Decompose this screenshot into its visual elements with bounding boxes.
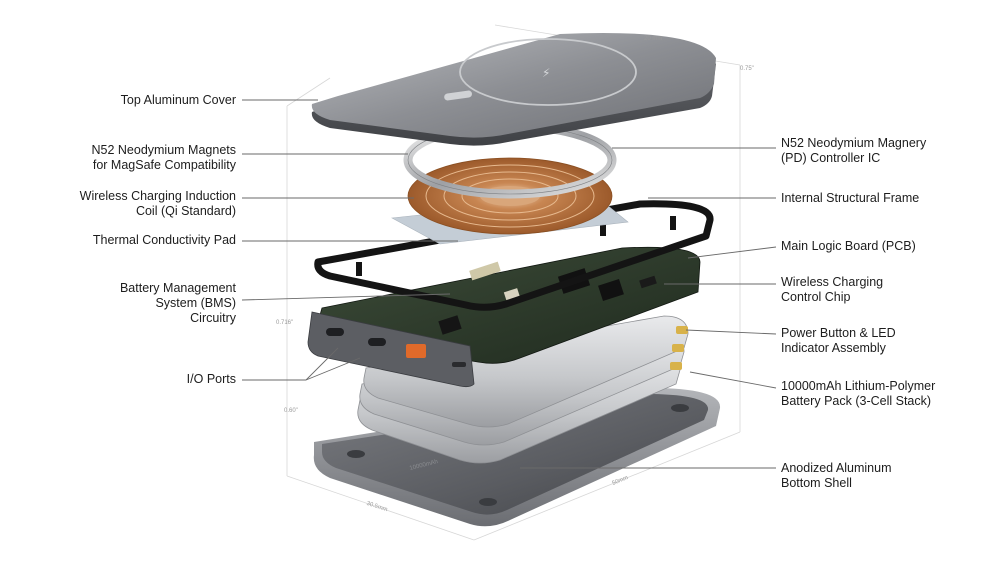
internal-structural-frame — [314, 200, 714, 311]
label-line: Indicator Assembly — [781, 341, 886, 355]
label-line: N52 Neodymium Magnery — [781, 136, 927, 150]
label-line: Wireless Charging — [781, 275, 884, 289]
label-line: Control Chip — [781, 290, 851, 304]
label-line: Internal Structural Frame — [781, 191, 920, 205]
label-power-button: Power Button & LED Indicator Assembly — [781, 326, 896, 356]
label-line: Bottom Shell — [781, 476, 852, 490]
led-indicator — [444, 90, 472, 101]
label-thermal-pad: Thermal Conductivity Pad — [93, 233, 236, 248]
lightning-icon: ⚡ — [542, 66, 550, 80]
bottom-shell: 10000mAh — [313, 388, 721, 527]
usb-c-port — [326, 328, 344, 336]
label-line: Coil (Qi Standard) — [135, 204, 236, 218]
label-bottom-shell: Anodized Aluminum Bottom Shell — [781, 461, 891, 491]
label-pd-controller: N52 Neodymium Magnery (PD) Controller IC — [781, 136, 926, 166]
top-cover: ⚡ — [311, 33, 716, 146]
usb-a-port — [406, 344, 426, 358]
battery-pack — [357, 315, 689, 464]
dim-top-height: 0.75" — [740, 66, 754, 72]
label-induction-coil: Wireless Charging Induction Coil (Qi Sta… — [80, 189, 236, 219]
label-structural-frame: Internal Structural Frame — [781, 191, 919, 206]
label-line: System (BMS) — [155, 296, 236, 310]
label-bms: Battery Management System (BMS) Circuitr… — [120, 281, 236, 326]
usb-c-port-2 — [368, 338, 386, 346]
label-line: for MagSafe Compatibility — [92, 158, 236, 172]
label-neodymium-magnets: N52 Neodymium Magnets for MagSafe Compat… — [91, 143, 236, 173]
label-line: Top Aluminum Cover — [120, 93, 236, 107]
label-main-logic-board: Main Logic Board (PCB) — [781, 239, 916, 254]
label-io-ports: I/O Ports — [187, 372, 236, 387]
dim-top-width: 20 mm — [644, 36, 663, 42]
label-line: Main Logic Board (PCB) — [781, 239, 916, 253]
label-line: I/O Ports — [186, 372, 236, 386]
label-line: Anodized Aluminum — [781, 461, 892, 475]
label-battery-pack: 10000mAh Lithium-Polymer Battery Pack (3… — [781, 379, 935, 409]
label-line: Wireless Charging Induction — [79, 189, 236, 203]
leader-lines — [241, 99, 777, 469]
dim-side-upper: 0.716" — [276, 320, 294, 326]
dim-side-lower: 0.60" — [284, 408, 298, 414]
label-line: Power Button & LED — [781, 326, 896, 340]
label-line: (PD) Controller IC — [781, 151, 881, 165]
label-line: Battery Management — [119, 281, 236, 295]
label-top-aluminum-cover: Top Aluminum Cover — [121, 93, 236, 108]
label-line: N52 Neodymium Magnets — [91, 143, 236, 157]
label-wireless-chip: Wireless Charging Control Chip — [781, 275, 883, 305]
power-button — [452, 362, 466, 367]
label-line: Circuitry — [190, 311, 236, 325]
label-line: Battery Pack (3-Cell Stack) — [781, 394, 932, 408]
label-line: Thermal Conductivity Pad — [92, 233, 236, 247]
label-line: 10000mAh Lithium-Polymer — [781, 379, 936, 393]
